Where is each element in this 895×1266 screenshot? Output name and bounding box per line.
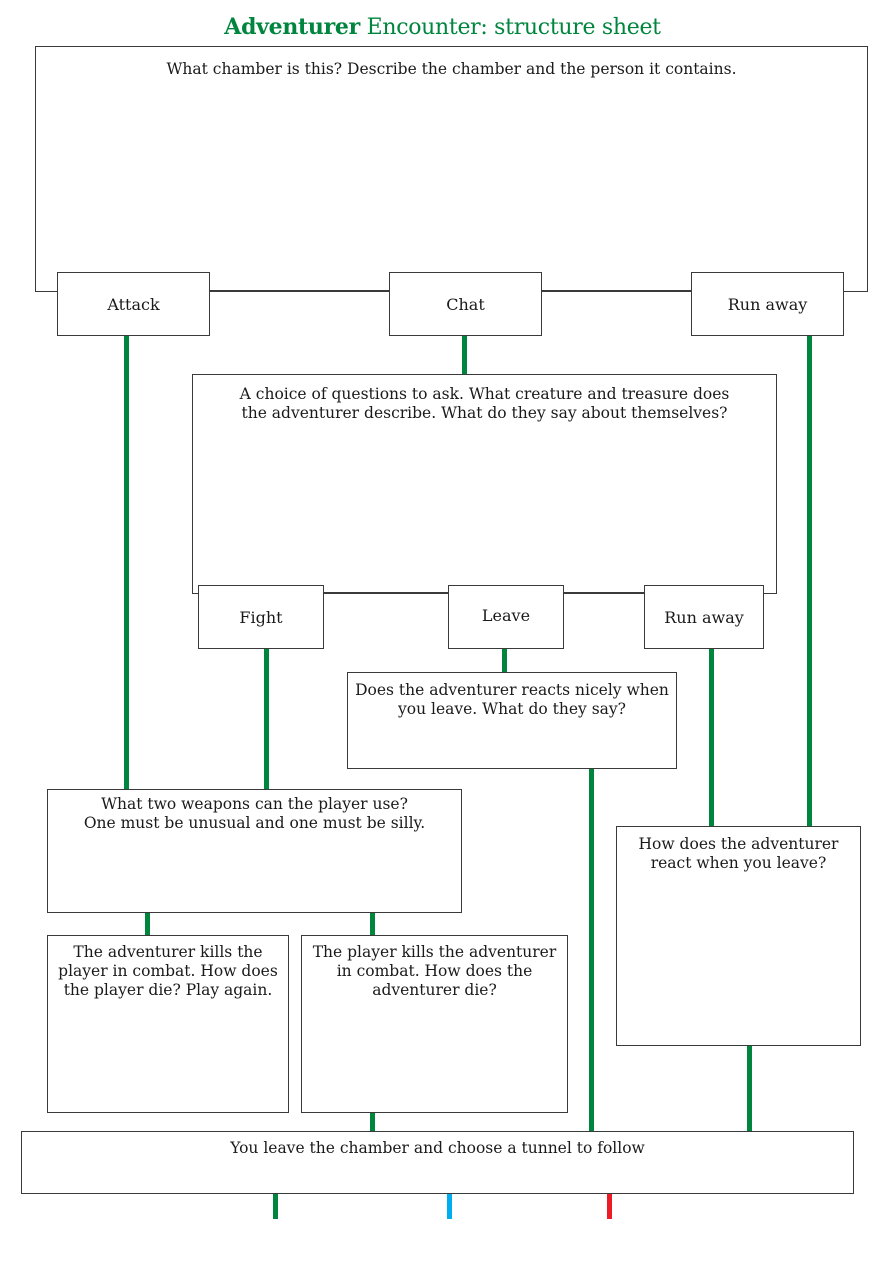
sheet-title: Adventurer Encounter: structure sheet (0, 14, 885, 40)
player-wins-line-2: in combat. How does the (336, 962, 533, 980)
exit-box[interactable]: You leave the chamber and choose a tunne… (21, 1131, 854, 1194)
player-wins-line-1: The player kills the adventurer (312, 943, 557, 961)
leave-label: Leave (481, 606, 531, 625)
run-away-path (807, 336, 812, 826)
leave-choice[interactable]: Leave (448, 585, 564, 649)
first-choices-connector (209, 290, 389, 292)
attack-label: Attack (107, 294, 160, 314)
weapons-box[interactable]: What two weapons can the player use? One… (47, 789, 462, 913)
fight-label: Fight (239, 607, 283, 627)
adventurer-wins-line-1: The adventurer kills the (73, 943, 263, 961)
run-away-label: Run away (727, 294, 808, 314)
adventurer-wins-line-2: player in combat. How does (58, 962, 278, 980)
fight-path (264, 649, 269, 790)
adventurer-wins-path (145, 913, 150, 935)
chat-run-away-label: Run away (664, 607, 744, 627)
attack-choice[interactable]: Attack (57, 272, 210, 336)
leave-reaction-box[interactable]: Does the adventurer reacts nicely when y… (347, 672, 677, 769)
tunnel-blue[interactable] (447, 1194, 452, 1219)
player-wins-exit-path (370, 1113, 375, 1131)
title-rest: Encounter: structure sheet (359, 15, 661, 40)
tunnel-red[interactable] (607, 1194, 612, 1219)
first-choices-connector (541, 290, 691, 292)
chat-choice[interactable]: Chat (389, 272, 542, 336)
player-wins-path (370, 913, 375, 935)
chat-prompt-line-1: A choice of questions to ask. What creat… (239, 385, 730, 403)
leave-exit-path (589, 769, 594, 1131)
chat-questions-box[interactable]: A choice of questions to ask. What creat… (192, 374, 777, 594)
title-bold: Adventurer (224, 14, 360, 40)
exit-prompt: You leave the chamber and choose a tunne… (230, 1139, 645, 1157)
chat-run-away-choice[interactable]: Run away (644, 585, 764, 649)
react-prompt-line-1: How does the adventurer (638, 835, 839, 853)
chat-run-away-path (709, 649, 714, 826)
run-away-choice[interactable]: Run away (691, 272, 844, 336)
chamber-description-box[interactable]: What chamber is this? Describe the chamb… (35, 46, 868, 292)
player-wins-line-3: adventurer die? (372, 981, 497, 999)
player-wins-box[interactable]: The player kills the adventurer in comba… (301, 935, 568, 1113)
tunnel-green[interactable] (273, 1194, 278, 1219)
adventurer-wins-box[interactable]: The adventurer kills the player in comba… (47, 935, 289, 1113)
leave-path (502, 649, 507, 672)
chat-prompt-line-2: the adventurer describe. What do they sa… (241, 404, 728, 422)
react-box[interactable]: How does the adventurer react when you l… (616, 826, 861, 1046)
react-prompt-line-2: react when you leave? (650, 854, 827, 872)
fight-choice[interactable]: Fight (198, 585, 324, 649)
adventurer-wins-line-3: the player die? Play again. (63, 981, 273, 999)
chat-choices-connector (563, 592, 644, 594)
react-exit-path (747, 1046, 752, 1131)
chat-path (462, 336, 467, 374)
leave-prompt-line-2: you leave. What do they say? (398, 700, 626, 718)
leave-prompt-line-1: Does the adventurer reacts nicely when (355, 681, 669, 699)
chat-choices-connector (323, 592, 448, 594)
chamber-prompt: What chamber is this? Describe the chamb… (166, 60, 737, 78)
chat-label: Chat (446, 294, 485, 314)
weapons-prompt-line-1: What two weapons can the player use? (101, 795, 408, 813)
attack-path (124, 336, 129, 790)
weapons-prompt-line-2: One must be unusual and one must be sill… (83, 814, 426, 832)
